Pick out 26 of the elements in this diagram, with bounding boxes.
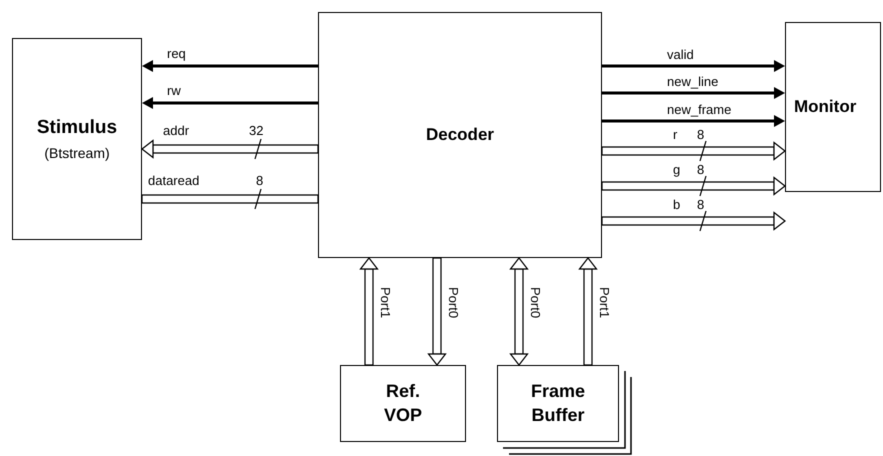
- bus-width-label: 32: [248, 124, 264, 138]
- edge-label: new_frame: [666, 103, 732, 117]
- block-subtitle: (Btstream): [44, 144, 110, 162]
- edge-label: Port0: [447, 286, 460, 320]
- bus-width-label: 8: [696, 198, 706, 212]
- bus-width-label: 8: [255, 174, 264, 188]
- frame-buffer-block: [497, 365, 619, 442]
- memory-block: [340, 365, 466, 442]
- edge-label: Port0: [529, 286, 542, 320]
- edge-label: valid: [666, 48, 695, 62]
- block-title: Ref. VOP: [382, 380, 423, 426]
- block-title: Monitor: [794, 96, 856, 118]
- block-title: Frame Buffer: [530, 380, 586, 426]
- stimulus-block: [12, 38, 142, 240]
- edge-label: b: [672, 198, 682, 212]
- decoder-block: [318, 12, 602, 258]
- edge-label: Port1: [598, 286, 611, 320]
- edge-label: addr: [162, 124, 190, 138]
- block-title: Decoder: [426, 124, 494, 146]
- edge-label: new_line: [666, 75, 720, 89]
- block-title: Stimulus: [36, 116, 118, 140]
- edge-label: Port1: [379, 286, 392, 320]
- bus-width-label: 8: [696, 128, 706, 142]
- bus-width-label: 8: [696, 163, 706, 177]
- monitor-block: [785, 22, 881, 192]
- edge-label: dataread: [147, 174, 200, 188]
